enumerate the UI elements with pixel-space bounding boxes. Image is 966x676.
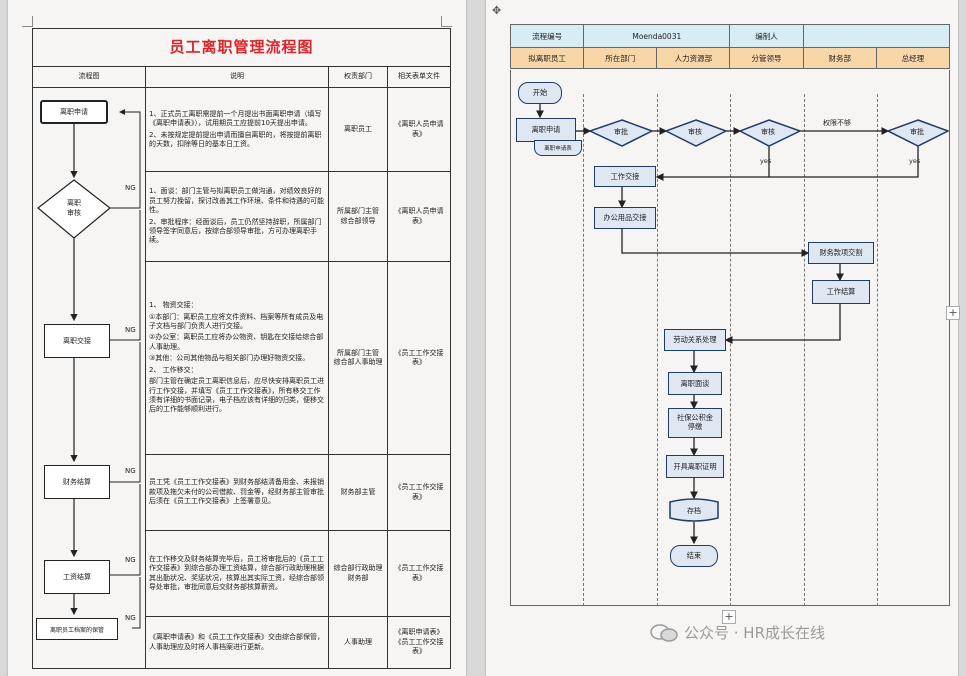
column-header: 权责部门	[328, 66, 388, 88]
corner-mark	[441, 16, 452, 27]
add-row-button[interactable]: +	[722, 610, 736, 624]
row-form: 《员工工作交接表》	[386, 261, 452, 455]
author-value	[802, 24, 951, 48]
add-column-button[interactable]: +	[946, 306, 960, 320]
ng-label: NG	[125, 556, 136, 564]
ng-label: NG	[125, 467, 136, 475]
node-labor: 劳动关系处理	[664, 329, 726, 351]
flowchart-connectors	[37, 109, 141, 629]
lane-divider	[657, 94, 658, 606]
flow-node-finance: 财务结算	[44, 465, 110, 499]
corner-mark	[22, 16, 33, 27]
node-apply: 离职申请	[516, 118, 576, 142]
document-page-1: 员工离职管理流程图 流程图 说明 权责部门 相关表单文件 1、正式员工离职需提前…	[8, 0, 466, 676]
label-over-authority: 权限不够	[823, 119, 851, 127]
row-department: 综合部行政助理 财务部	[328, 530, 388, 617]
row-form: 《员工工作交接表》	[386, 454, 452, 531]
node-finance: 财务款项交割	[808, 242, 874, 264]
node-d2: 审核	[688, 128, 702, 136]
row-form: 《离职人员申请表》	[386, 87, 452, 172]
document-title: 员工离职管理流程图	[31, 28, 452, 67]
node-settle: 工作结算	[812, 280, 870, 304]
row-department: 所属部门主管 综合部领导	[328, 171, 388, 262]
node-archive: 存档	[687, 507, 701, 515]
row-form: 《离职申请表》 《员工工作交接表》	[386, 616, 452, 669]
swimlane-connectors	[536, 104, 950, 545]
flow-node-apply: 离职申请	[40, 100, 108, 124]
lane-divider	[804, 94, 805, 606]
row-description: 1、 物资交接：①本部门：离职员工应将文件资料、档案等所有成员及电子文档与部门负…	[145, 261, 329, 455]
lane-divider	[877, 94, 878, 606]
node-office: 办公用品交接	[594, 207, 656, 229]
lane-header: 总经理	[875, 47, 951, 69]
move-handle-icon[interactable]: ✥	[492, 4, 502, 17]
row-description: 1、正式员工离职需提前一个月提出书面离职申请（填写《离职申请表》），试用期员工应…	[145, 87, 329, 172]
lane-header: 财务部	[802, 47, 877, 69]
node-social: 社保公积金 停缴	[668, 408, 722, 438]
row-description: 1、面谈：部门主管与拟离职员工做沟通，对绩效良好的员工努力挽留，探讨改善其工作环…	[145, 171, 329, 262]
flow-node-approve: 离职 审核	[67, 199, 81, 217]
node-handover: 工作交接	[594, 166, 656, 187]
row-form: 《员工工作交接表》	[386, 530, 452, 617]
wechat-icon	[650, 623, 678, 642]
flow-node-handover: 离职交接	[44, 324, 110, 358]
node-d1: 审批	[614, 128, 628, 136]
lane-divider	[583, 94, 584, 606]
lane-header: 所在部门	[583, 47, 658, 69]
node-start: 开始	[518, 82, 562, 104]
row-department: 离职员工	[328, 87, 388, 172]
document-page-2: ✥ 流程编号 Moenda0031 编制人 拟离职员工 所在部门 人力资源部 分…	[486, 0, 960, 676]
label-yes: yes	[909, 157, 921, 165]
ng-label: NG	[125, 614, 136, 622]
ng-label: NG	[125, 184, 136, 192]
flow-node-archive: 离职员工档案的保管	[36, 618, 118, 640]
row-form: 《离职人员申请表》	[386, 171, 452, 262]
row-department: 所属部门主管 综合部人事助理	[328, 261, 388, 455]
node-form: 离职申请表	[534, 140, 582, 156]
lane-header: 拟离职员工	[509, 47, 585, 69]
row-description: 在工作移交及财务结算完毕后，员工将审批后的《员工工作交接表》到综合部办理工资结算…	[145, 530, 329, 617]
node-end: 结束	[670, 545, 718, 567]
column-header: 相关表单文件	[386, 66, 452, 88]
flow-node-salary: 工资结算	[44, 560, 110, 594]
column-header: 说明	[145, 66, 329, 88]
label-yes: yes	[760, 157, 772, 165]
node-cert: 开具离职证明	[666, 455, 724, 478]
row-description: 员工凭《员工工作交接表》到财务部结清备用金、未报销款项及拖欠未付的公司借款、罚金…	[145, 454, 329, 531]
row-department: 财务部主管	[328, 454, 388, 531]
lane-divider	[730, 94, 731, 606]
node-d3: 审核	[761, 128, 775, 136]
watermark-text: 公众号 · HR成长在线	[684, 624, 826, 642]
node-d4: 审批	[910, 128, 924, 136]
ng-label: NG	[125, 326, 136, 334]
process-header-table: 流程编号 Moenda0031 编制人 拟离职员工 所在部门 人力资源部 分管领…	[509, 24, 951, 69]
node-interview: 离职面谈	[668, 372, 722, 395]
row-description: 《离职申请表》和《员工工作交接表》交由综合部保管，人事助理应及时将人事档案进行更…	[145, 616, 329, 669]
watermark: 公众号 · HR成长在线	[650, 622, 825, 643]
row-department: 人事助理	[328, 616, 388, 669]
